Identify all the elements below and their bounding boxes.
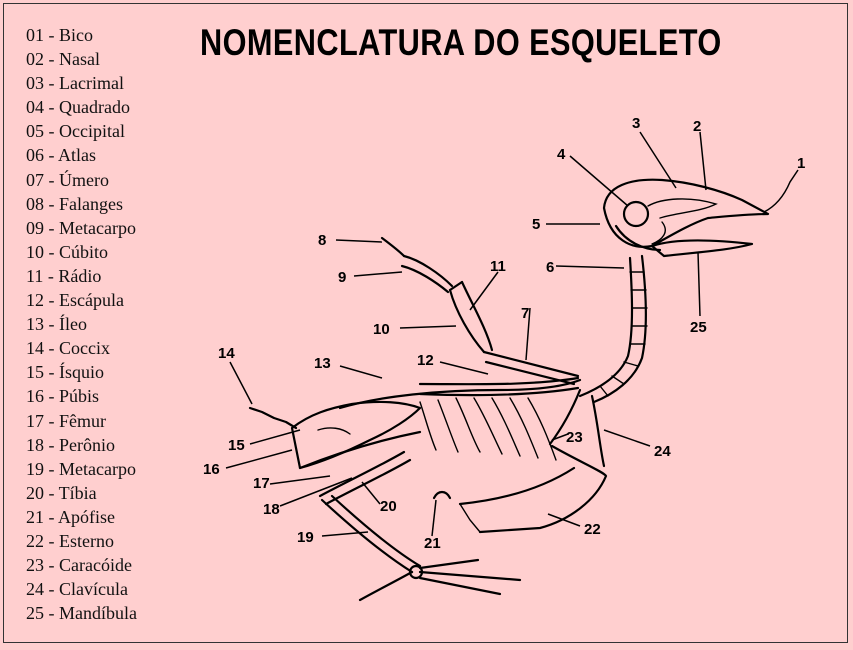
legend-item: 12 - Escápula — [26, 290, 124, 311]
part-label: 20 — [380, 498, 397, 515]
part-label: 21 — [424, 535, 441, 552]
legend-item: 20 - Tíbia — [26, 482, 97, 503]
skeleton-drawing — [248, 178, 770, 602]
part-label: 14 — [218, 345, 235, 362]
legend-item: 10 - Cúbito — [26, 241, 109, 262]
legend-item: 22 - Esterno — [26, 530, 114, 551]
part-label: 3 — [632, 115, 640, 132]
legend-item: 11 - Rádio — [26, 265, 102, 286]
legend-item: 05 - Occipital — [26, 121, 125, 142]
part-label: 4 — [557, 146, 566, 163]
part-label: 5 — [532, 216, 540, 233]
legend-item: 25 - Mandíbula — [26, 603, 137, 624]
page-title: NOMENCLATURA DO ESQUELETO — [200, 22, 722, 63]
legend-item: 02 - Nasal — [26, 49, 100, 70]
part-label: 1 — [797, 155, 805, 172]
label-leader-lines — [225, 131, 799, 537]
legend-item: 19 - Metacarpo — [26, 458, 136, 479]
legend-item: 08 - Falanges — [26, 193, 123, 214]
legend-item: 01 - Bico — [26, 25, 93, 45]
part-label: 23 — [566, 429, 583, 446]
part-label: 8 — [318, 232, 326, 249]
legend-list: 01 - Bico 02 - Nasal 03 - Lacrimal 04 - … — [26, 23, 137, 625]
legend-item: 23 - Caracóide — [26, 555, 132, 576]
part-label: 2 — [693, 118, 701, 135]
legend-item: 18 - Perônio — [26, 434, 115, 455]
legend-item: 24 - Clavícula — [26, 579, 128, 600]
part-label: 17 — [253, 475, 270, 492]
part-label: 22 — [584, 521, 601, 538]
part-label: 9 — [338, 269, 346, 286]
part-label: 12 — [417, 352, 434, 369]
legend-item: 03 - Lacrimal — [26, 73, 124, 94]
legend-item: 15 - Ísquio — [26, 362, 104, 383]
legend-item: 04 - Quadrado — [26, 97, 130, 118]
legend-item: 16 - Púbis — [26, 386, 100, 407]
legend-item: 21 - Apófise — [26, 506, 115, 527]
part-label: 7 — [521, 305, 529, 322]
part-label: 16 — [203, 461, 220, 478]
legend-item: 09 - Metacarpo — [26, 217, 136, 238]
legend-item: 14 - Coccix — [26, 338, 110, 359]
part-label: 6 — [546, 259, 554, 276]
diagram-frame — [3, 3, 848, 643]
part-label: 13 — [314, 355, 331, 372]
part-label: 25 — [690, 319, 707, 336]
legend-item: 13 - Íleo — [26, 314, 87, 335]
part-label: 15 — [228, 437, 245, 454]
part-number-labels: 1 2 3 4 5 6 7 8 9 10 11 12 13 14 15 16 1… — [203, 115, 805, 552]
part-label: 18 — [263, 501, 280, 518]
legend-item: 17 - Fêmur — [26, 410, 106, 431]
legend-item: 06 - Atlas — [26, 145, 96, 166]
part-label: 11 — [490, 258, 506, 275]
part-label: 24 — [654, 443, 671, 460]
part-label: 19 — [297, 529, 314, 546]
legend-item: 07 - Úmero — [26, 169, 109, 190]
part-label: 10 — [373, 321, 390, 338]
